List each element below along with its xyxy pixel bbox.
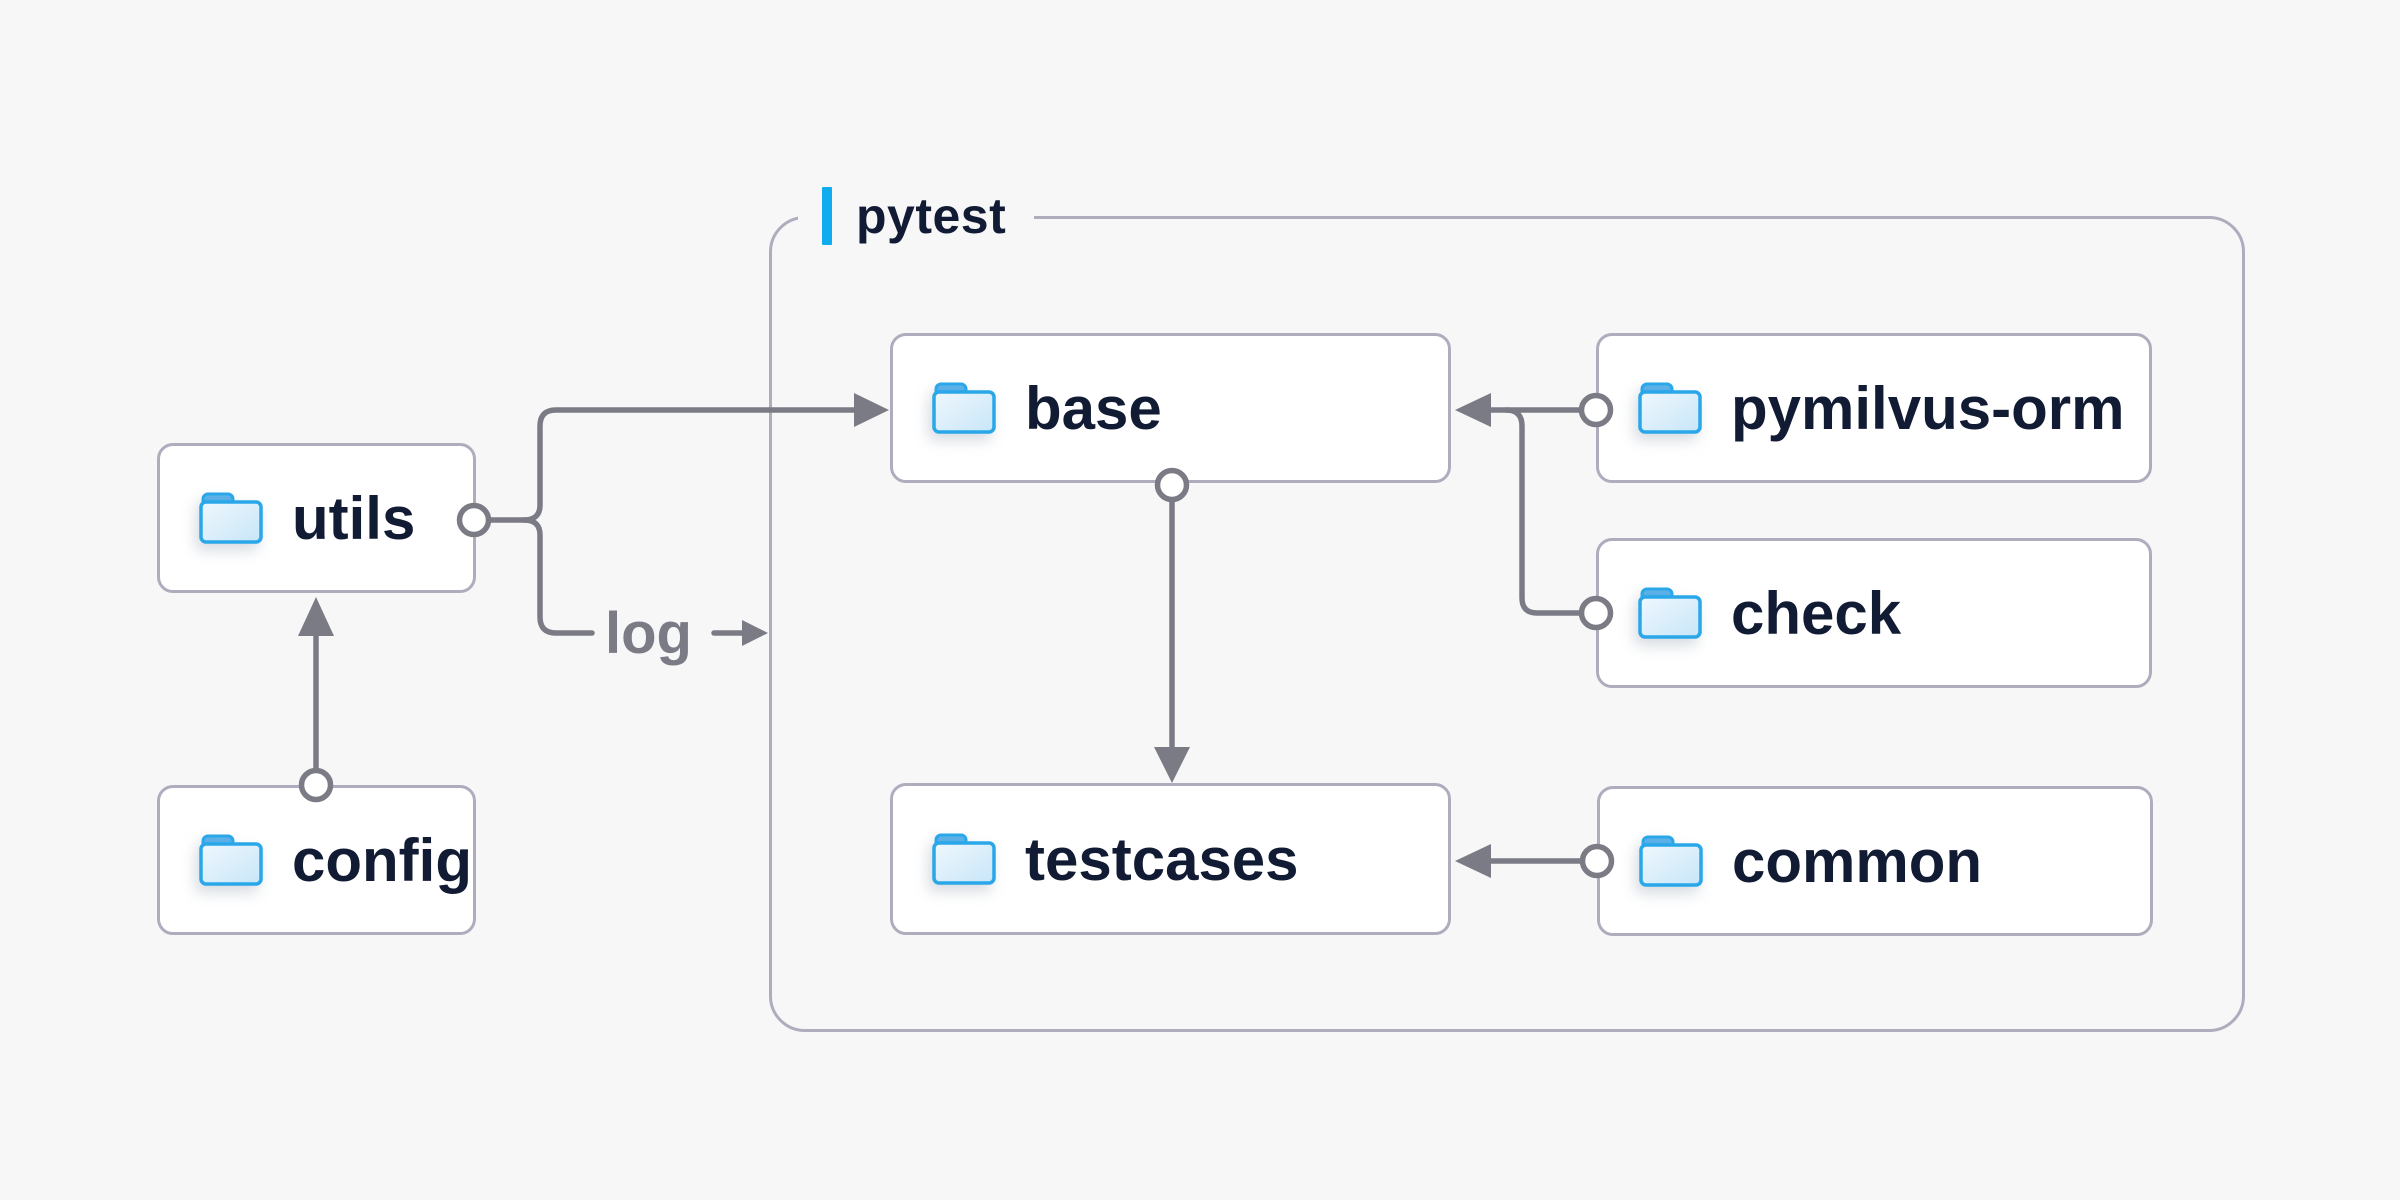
node-label: pymilvus-orm bbox=[1731, 374, 2125, 442]
folder-icon bbox=[1638, 382, 1702, 434]
node-check: check bbox=[1596, 538, 2152, 688]
folder-icon bbox=[1638, 587, 1702, 639]
pytest-group-label: pytest bbox=[798, 183, 1035, 249]
node-label: common bbox=[1732, 827, 1983, 895]
folder-icon bbox=[932, 382, 996, 434]
node-config: config bbox=[157, 785, 476, 935]
pytest-group-box bbox=[769, 216, 2245, 1032]
folder-icon bbox=[199, 834, 263, 886]
accent-bar bbox=[822, 187, 832, 245]
node-label: base bbox=[1025, 374, 1162, 442]
node-common: common bbox=[1597, 786, 2153, 936]
node-pymilvus-orm: pymilvus-orm bbox=[1596, 333, 2152, 483]
node-label: check bbox=[1731, 579, 1902, 647]
folder-icon bbox=[1639, 835, 1703, 887]
node-label: config bbox=[292, 826, 472, 894]
pytest-group-title: pytest bbox=[856, 188, 1007, 244]
edge-config-utils bbox=[298, 597, 334, 773]
node-label: utils bbox=[292, 484, 416, 552]
node-utils: utils bbox=[157, 443, 476, 593]
log-edge-label: log bbox=[605, 601, 692, 666]
node-base: base bbox=[890, 333, 1451, 483]
node-label: testcases bbox=[1025, 825, 1299, 893]
node-testcases: testcases bbox=[890, 783, 1451, 935]
folder-icon bbox=[932, 833, 996, 885]
folder-icon bbox=[199, 492, 263, 544]
